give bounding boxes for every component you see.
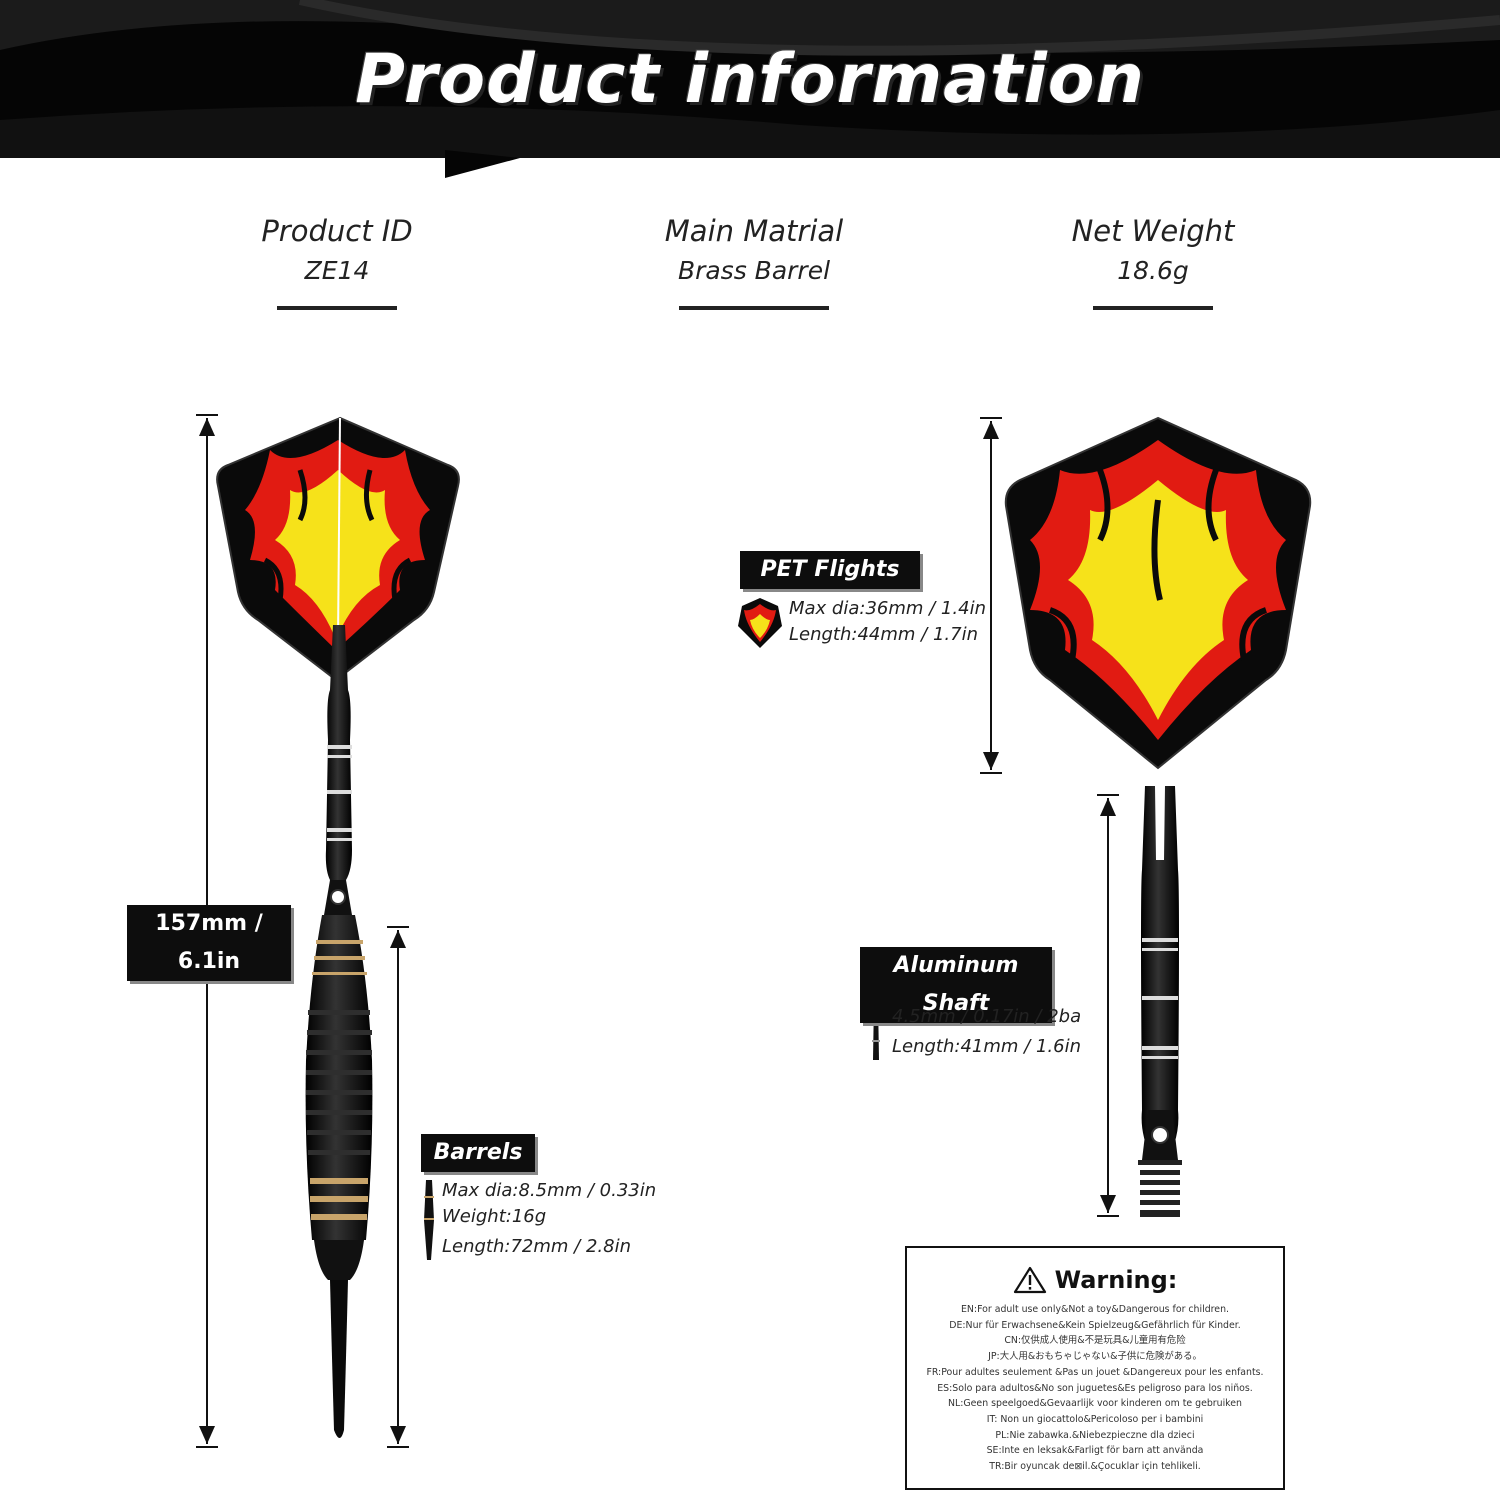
- shaft-spec-line: Length:41mm / 1.6in: [892, 1036, 1081, 1057]
- warning-line: SE:Inte en leksak&Farligt för barn att a…: [986, 1445, 1204, 1457]
- warning-line: FR:Pour adultes seulement &Pas un jouet …: [926, 1366, 1264, 1378]
- shaft-specs: 4.5mm / 0.17in / 2ba Length:41mm / 1.6in: [892, 1002, 1081, 1062]
- barrel-icon: [424, 1180, 434, 1260]
- barrel-length-dimension: [387, 926, 409, 1448]
- spec-product-id: Product ID ZE14: [187, 210, 487, 310]
- spec-value: 18.6g: [1117, 256, 1189, 285]
- warning-title: Warning:: [1054, 1266, 1178, 1294]
- spec-label: Main Matrial: [664, 214, 844, 248]
- barrels-spec-line: Length:72mm / 2.8in: [442, 1236, 631, 1257]
- spec-value: ZE14: [304, 256, 370, 285]
- warning-line: TR:Bir oyuncak de⊠il.&Çocuklar için tehl…: [989, 1461, 1201, 1473]
- spec-value: Brass Barrel: [677, 256, 831, 285]
- barrels-specs: Max dia:8.5mm / 0.33in Weight:16g Length…: [442, 1178, 656, 1260]
- header-banner: [0, 0, 1500, 178]
- warning-heading: Warning:: [907, 1266, 1283, 1294]
- spec-underline: [1093, 306, 1213, 310]
- warning-line: NL:Geen speelgoed&Gevaarlijk voor kinder…: [948, 1398, 1242, 1410]
- spec-net-weight: Net Weight 18.6g: [1003, 210, 1303, 310]
- dart-flight: [216, 416, 460, 682]
- dart-barrel: [305, 915, 373, 1280]
- flights-spec-line: Length:44mm / 1.7in: [789, 624, 978, 645]
- barrels-tag: Barrels: [421, 1134, 535, 1172]
- warning-line: IT: Non un giocattolo&Pericoloso per i b…: [986, 1413, 1204, 1425]
- aluminum-shaft: [1138, 786, 1182, 1217]
- shaft-spec-line: 4.5mm / 0.17in / 2ba: [892, 1006, 1082, 1027]
- dart-tip: [330, 1280, 348, 1438]
- spec-underline: [277, 306, 397, 310]
- flight-thumbnail-icon: [738, 598, 782, 648]
- flights-specs: Max dia:36mm / 1.4in Length:44mm / 1.7in: [789, 596, 986, 648]
- warning-line: PL:Nie zabawka.&Niebezpieczne dla dzieci: [995, 1429, 1195, 1441]
- warning-line: CN:仅供成人使用&不是玩具&儿童用有危险: [1004, 1335, 1186, 1347]
- shaft-length-dimension: [1097, 794, 1119, 1217]
- warning-list: EN:For adult use only&Not a toy&Dangerou…: [907, 1302, 1283, 1475]
- barrels-spec-line: Max dia:8.5mm / 0.33in: [442, 1180, 657, 1201]
- spec-underline: [679, 306, 829, 310]
- warning-line: JP:大人用&おもちゃじゃない&子供に危険がある。: [988, 1351, 1202, 1363]
- shaft-tag: Aluminum Shaft: [860, 947, 1052, 1023]
- barrels-spec-line: Weight:16g: [442, 1206, 547, 1227]
- spec-main-material: Main Matrial Brass Barrel: [604, 210, 904, 310]
- warning-box: Warning: EN:For adult use only&Not a toy…: [905, 1246, 1285, 1490]
- warning-line: ES:Solo para adultos&No son juguetes&Es …: [937, 1382, 1253, 1394]
- flights-tag: PET Flights: [740, 551, 920, 589]
- spec-label: Net Weight: [1071, 214, 1235, 248]
- page-title: Product information: [355, 40, 1145, 119]
- flight-length-dimension: [980, 417, 1002, 774]
- flights-spec-line: Max dia:36mm / 1.4in: [789, 598, 986, 619]
- spec-label: Product ID: [261, 214, 413, 248]
- warning-line: EN:For adult use only&Not a toy&Dangerou…: [960, 1304, 1229, 1315]
- warning-icon: [1013, 1266, 1046, 1294]
- flight-large: [1004, 416, 1312, 770]
- warning-line: DE:Nur für Erwachsene&Kein Spielzeug&Gef…: [949, 1319, 1241, 1331]
- overall-length-label: 157mm / 6.1in: [127, 905, 291, 981]
- dart-shaft: [324, 625, 352, 915]
